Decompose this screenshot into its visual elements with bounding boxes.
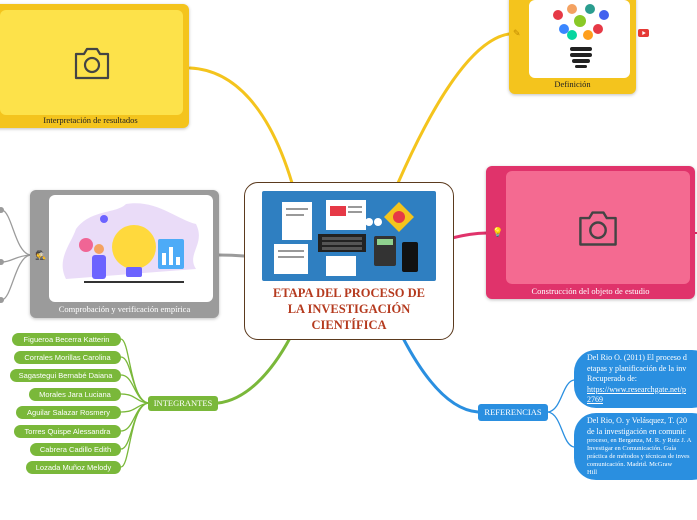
reference-line: Recuperado de:: [587, 374, 637, 383]
reference-text: Del Rio, O. y Velásquez, T. (20 de la in…: [587, 416, 697, 477]
member-item[interactable]: Cabrera Cadillo Edith: [30, 443, 121, 456]
topic-label: Comprobación y verificación empírica: [58, 304, 191, 314]
reference-line: de la investigación en comunic: [587, 426, 687, 436]
reference-item[interactable]: Del Rio, O. y Velásquez, T. (20 de la in…: [574, 413, 697, 480]
member-item[interactable]: Torres Quispe Alessandra: [14, 425, 121, 438]
youtube-icon[interactable]: [638, 29, 649, 37]
bulb-illustration: [552, 4, 609, 68]
topic-construccion[interactable]: Construcción del objeto de estudio: [486, 166, 695, 299]
bulb-icon: 💡: [492, 227, 504, 237]
camera-icon: [579, 210, 617, 246]
member-item[interactable]: Lozada Muñoz Melody: [26, 461, 121, 474]
link-integrantes: [216, 336, 292, 405]
title-line: LA INVESTIGACIÓN: [287, 302, 411, 316]
reference-link[interactable]: https://www.researchgate.net/p: [587, 384, 687, 394]
central-title: ETAPA DEL PROCESO DE LA INVESTIGACIÓN CI…: [251, 285, 447, 333]
member-item[interactable]: Corrales Morillas Carolina: [14, 351, 121, 364]
reference-line: proceso, en Berganza, M. R. y Ruiz J. A: [587, 437, 692, 444]
topic-label: Interpretación de resultados: [43, 115, 138, 125]
reference-line: Investigar en Comunicación. Guía: [587, 445, 677, 452]
collapsed-node: [0, 207, 4, 213]
image-placeholder[interactable]: [0, 10, 183, 115]
collapsed-node: [0, 259, 4, 265]
title-line: ETAPA DEL PROCESO DE: [273, 286, 425, 300]
link-definicion: [396, 32, 511, 185]
camera-icon: [74, 47, 109, 79]
integrantes-node[interactable]: INTEGRANTES: [148, 396, 218, 411]
topic-label: Construcción del objeto de estudio: [531, 286, 650, 296]
central-topic[interactable]: ETAPA DEL PROCESO DE LA INVESTIGACIÓN CI…: [244, 182, 454, 340]
reference-line: Hill: [587, 469, 598, 476]
link-interpretacion: [188, 66, 294, 185]
reference-link[interactable]: 2769: [587, 395, 603, 404]
definition-image[interactable]: [529, 0, 630, 78]
bulb-illustration: [62, 202, 199, 283]
member-item[interactable]: Sagastegui Bernabé Daiana: [10, 369, 121, 382]
reference-text: Del Rio O. (2011) El proceso d etapas y …: [587, 353, 697, 406]
reference-line: Del Rio O. (2011) El proceso d: [587, 353, 687, 362]
member-item[interactable]: Morales Jara Luciana: [29, 388, 121, 401]
reference-line: Del Rio, O. y Velásquez, T. (20: [587, 416, 687, 425]
link-comprobacion: [217, 253, 246, 258]
member-item[interactable]: Figueroa Becerra Katterin: [12, 333, 121, 346]
link-referencias: [401, 336, 480, 414]
topic-interpretacion[interactable]: Interpretación de resultados: [0, 4, 189, 128]
reference-line: comunicación. Madrid. McGraw: [587, 461, 673, 468]
topic-label: Definición: [554, 79, 591, 89]
reference-item[interactable]: Del Rio O. (2011) El proceso d etapas y …: [574, 350, 697, 408]
referencias-node[interactable]: REFERENCIAS: [478, 404, 548, 421]
reference-line: práctica de métodos y técnicas de inves: [587, 453, 690, 460]
image-placeholder[interactable]: [506, 171, 690, 284]
topic-comprobacion[interactable]: Comprobación y verificación empírica: [30, 190, 219, 318]
central-image[interactable]: [262, 191, 436, 281]
collapsed-node: [0, 297, 4, 303]
reference-line: etapas y planificación de la inv: [587, 363, 687, 373]
member-item[interactable]: Aguilar Salazar Rosmery: [16, 406, 121, 419]
title-line: CIENTÍFICA: [311, 318, 387, 332]
comprobacion-image[interactable]: [49, 195, 213, 302]
detective-icon: 🕵: [35, 250, 47, 260]
pencil-icon: ✎: [513, 28, 521, 38]
topic-definicion[interactable]: Definición ✎: [509, 0, 636, 94]
research-illustration: [274, 200, 418, 276]
link-construccion: [450, 231, 489, 240]
